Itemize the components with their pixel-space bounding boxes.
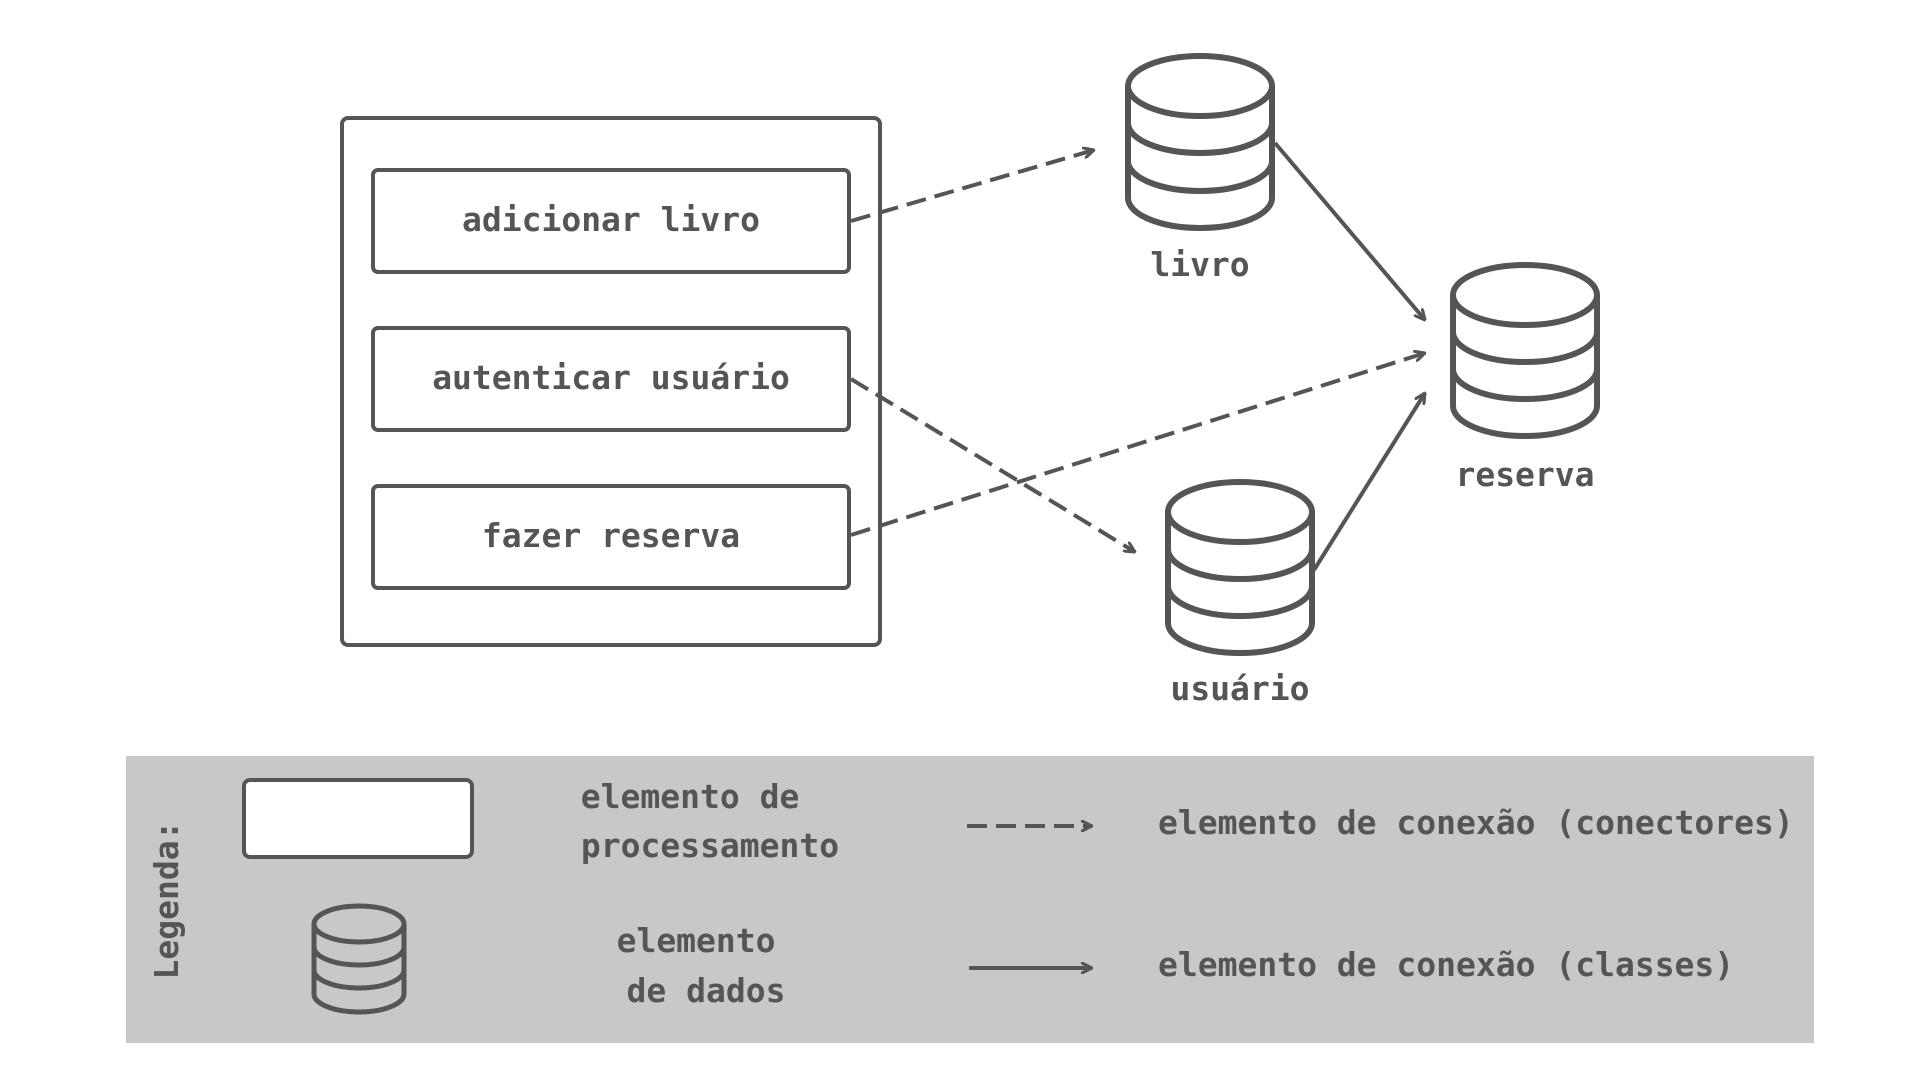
connector-arrow-adicionar-livro-to-livro xyxy=(850,150,1094,223)
database-icon xyxy=(311,903,407,1015)
legend: Legenda: elemento de processamento eleme… xyxy=(126,756,1814,1043)
data-store-label-usuario: usuário xyxy=(1170,669,1309,708)
legend-processing-label-line: elemento de xyxy=(581,777,800,816)
legend-processing-label-line: processamento xyxy=(581,826,839,865)
legend-data-label: elemento de dados xyxy=(617,921,796,1010)
database-icon xyxy=(1125,53,1275,231)
legend-processing-swatch xyxy=(242,778,474,859)
legend-data-label-line: de dados xyxy=(627,971,786,1010)
component-container xyxy=(340,116,882,647)
legend-connector-label: elemento de conexão (conectores) xyxy=(1158,803,1794,842)
data-store-label-livro: livro xyxy=(1150,245,1249,284)
legend-class-label: elemento de conexão (classes) xyxy=(1158,945,1734,984)
data-store-label-reserva: reserva xyxy=(1455,455,1594,494)
connector-arrow-fazer-reserva-to-reserva xyxy=(850,353,1425,537)
component-label: adicionar livro xyxy=(462,200,760,239)
component-label: autenticar usuário xyxy=(432,358,790,397)
component-label: fazer reserva xyxy=(482,516,740,555)
legend-title: Legenda: xyxy=(147,821,186,980)
class-arrow-usuario-to-reserva xyxy=(1312,393,1427,572)
database-icon xyxy=(1450,262,1600,439)
legend-processing-label: elemento de processamento xyxy=(581,777,839,865)
component-autenticar-usuario: autenticar usuário xyxy=(371,326,851,432)
legend-data-label-line: elemento xyxy=(617,921,776,960)
database-icon xyxy=(1165,479,1315,656)
connector-arrow-autenticar-usuario-to-usuario xyxy=(849,377,1135,554)
component-fazer-reserva: fazer reserva xyxy=(371,484,851,590)
class-arrow-livro-to-reserva xyxy=(1273,141,1427,320)
component-adicionar-livro: adicionar livro xyxy=(371,168,851,274)
